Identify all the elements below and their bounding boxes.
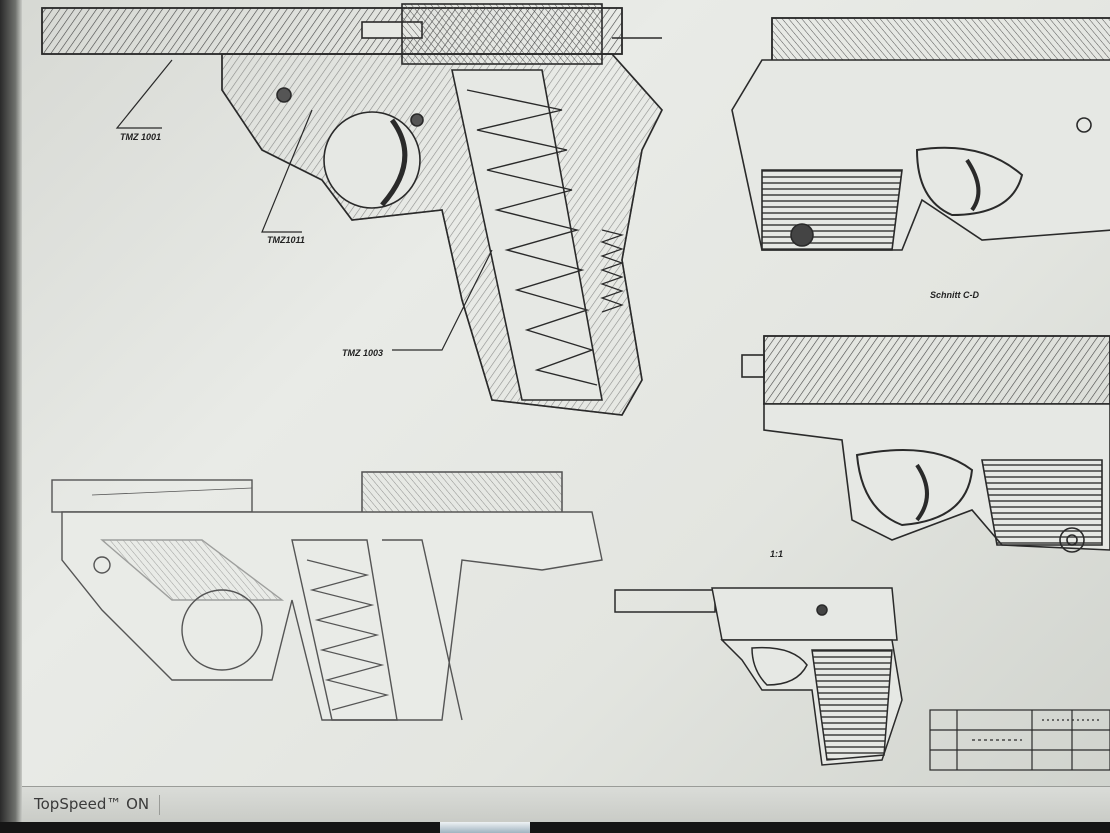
monitor-bezel bbox=[0, 0, 22, 833]
technical-drawing-sheet: TMZ 1001 TMZ1011 TMZ 1003 Schnitt C-D bbox=[41, 3, 1110, 771]
title-block bbox=[929, 709, 1110, 771]
topspeed-status[interactable]: TopSpeed™ ON bbox=[34, 795, 161, 815]
drawing-canvas[interactable]: TMZ 1001 TMZ1011 TMZ 1003 Schnitt C-D bbox=[22, 0, 1110, 786]
callout-label-1: TMZ 1001 bbox=[120, 132, 161, 142]
callout-leaders bbox=[115, 59, 493, 351]
callout-label-2: TMZ1011 bbox=[267, 235, 305, 245]
taskbar-button[interactable] bbox=[440, 822, 530, 833]
callout-label-3: TMZ 1003 bbox=[342, 348, 383, 358]
section-view-main bbox=[41, 3, 663, 416]
section-label: Schnitt C-D bbox=[930, 290, 979, 300]
section-view-middle-right bbox=[741, 335, 1110, 553]
taskbar-edge bbox=[0, 822, 1110, 833]
section-view-bottom-left bbox=[51, 471, 603, 721]
view-label: 1:1 bbox=[770, 549, 783, 559]
side-view-small bbox=[614, 587, 903, 766]
status-bar: TopSpeed™ ON bbox=[22, 786, 1110, 823]
section-view-top-right bbox=[731, 17, 1110, 251]
